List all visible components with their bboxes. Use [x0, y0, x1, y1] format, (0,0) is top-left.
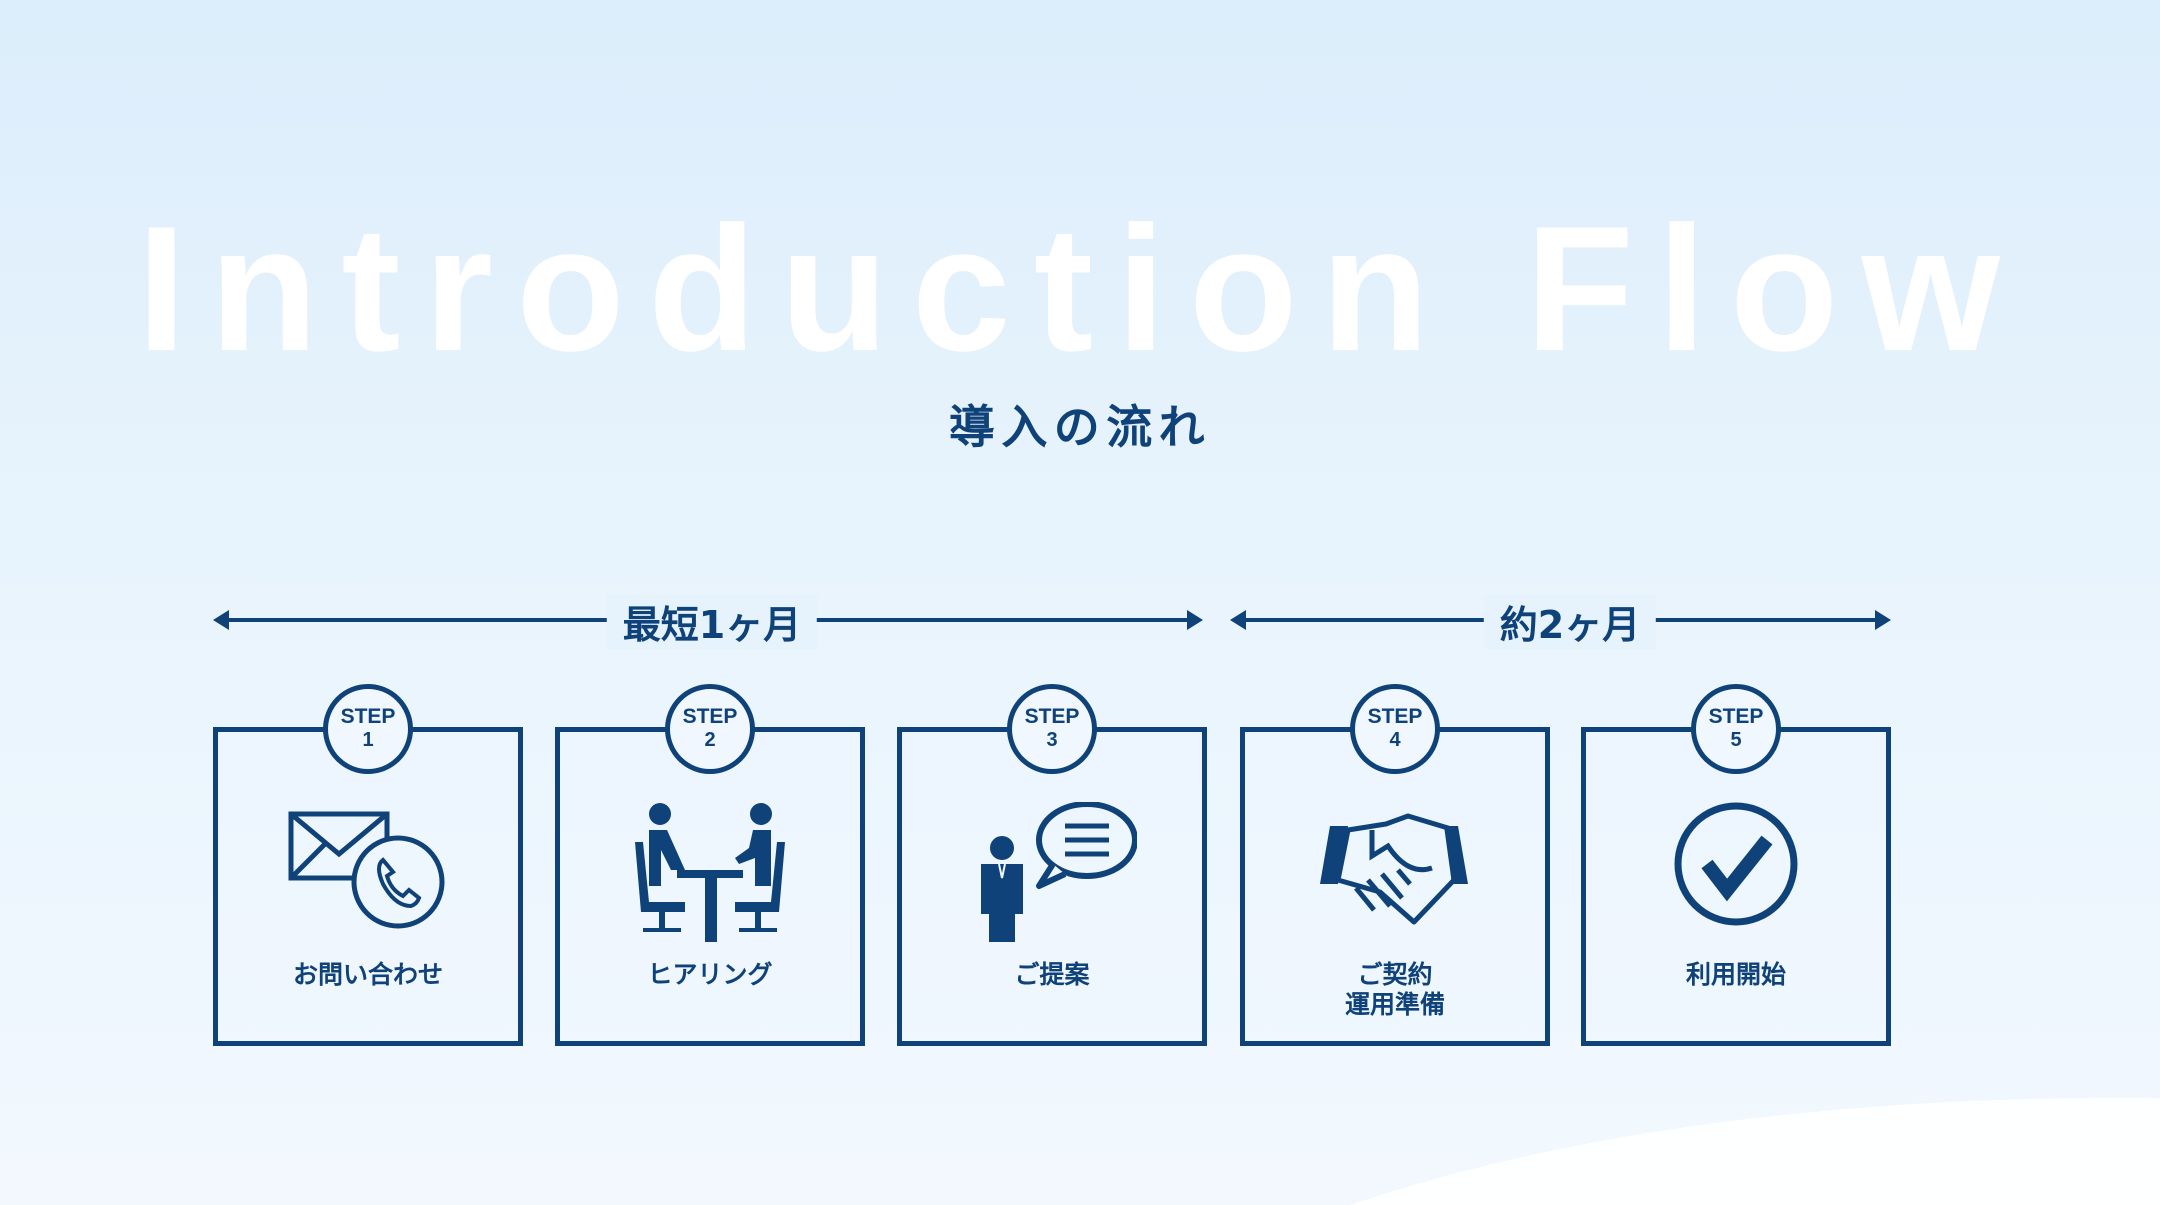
step-number: 5 — [1730, 729, 1742, 752]
arrow-left-icon — [213, 610, 229, 630]
step-label: STEP — [1024, 705, 1080, 728]
meeting-icon — [635, 803, 785, 942]
mail-phone-icon — [288, 811, 445, 929]
step-number: 2 — [704, 729, 716, 752]
arrow-left-icon — [1230, 610, 1246, 630]
handshake-icon — [1320, 813, 1468, 925]
step-title: ご契約 運用準備 — [1344, 960, 1445, 1019]
watermark-text: Introduction Flow — [136, 189, 2024, 388]
arrow-right-icon — [1875, 610, 1891, 630]
timeline-label: 最短1ヶ月 — [606, 594, 818, 649]
timeline-span-2: 約2ヶ月 — [1230, 594, 1891, 649]
step-number: 1 — [362, 729, 374, 752]
step-number: 4 — [1389, 729, 1401, 752]
step-label: STEP — [682, 705, 738, 728]
step-label: STEP — [1367, 705, 1423, 728]
proposal-speech-icon — [981, 802, 1137, 942]
check-circle-icon — [1674, 802, 1798, 926]
step-title: ヒアリング — [647, 960, 773, 989]
page-title: 導入の流れ — [948, 400, 1212, 454]
timeline-span-1: 最短1ヶ月 — [213, 594, 1203, 649]
step-title: お問い合わせ — [292, 960, 443, 989]
arrow-right-icon — [1187, 610, 1203, 630]
step-label: STEP — [340, 705, 396, 728]
timeline-label: 約2ヶ月 — [1483, 594, 1657, 649]
step-title: ご提案 — [1014, 960, 1090, 989]
step-label: STEP — [1708, 705, 1764, 728]
step-number: 3 — [1046, 729, 1058, 752]
step-title: 利用開始 — [1685, 960, 1786, 989]
